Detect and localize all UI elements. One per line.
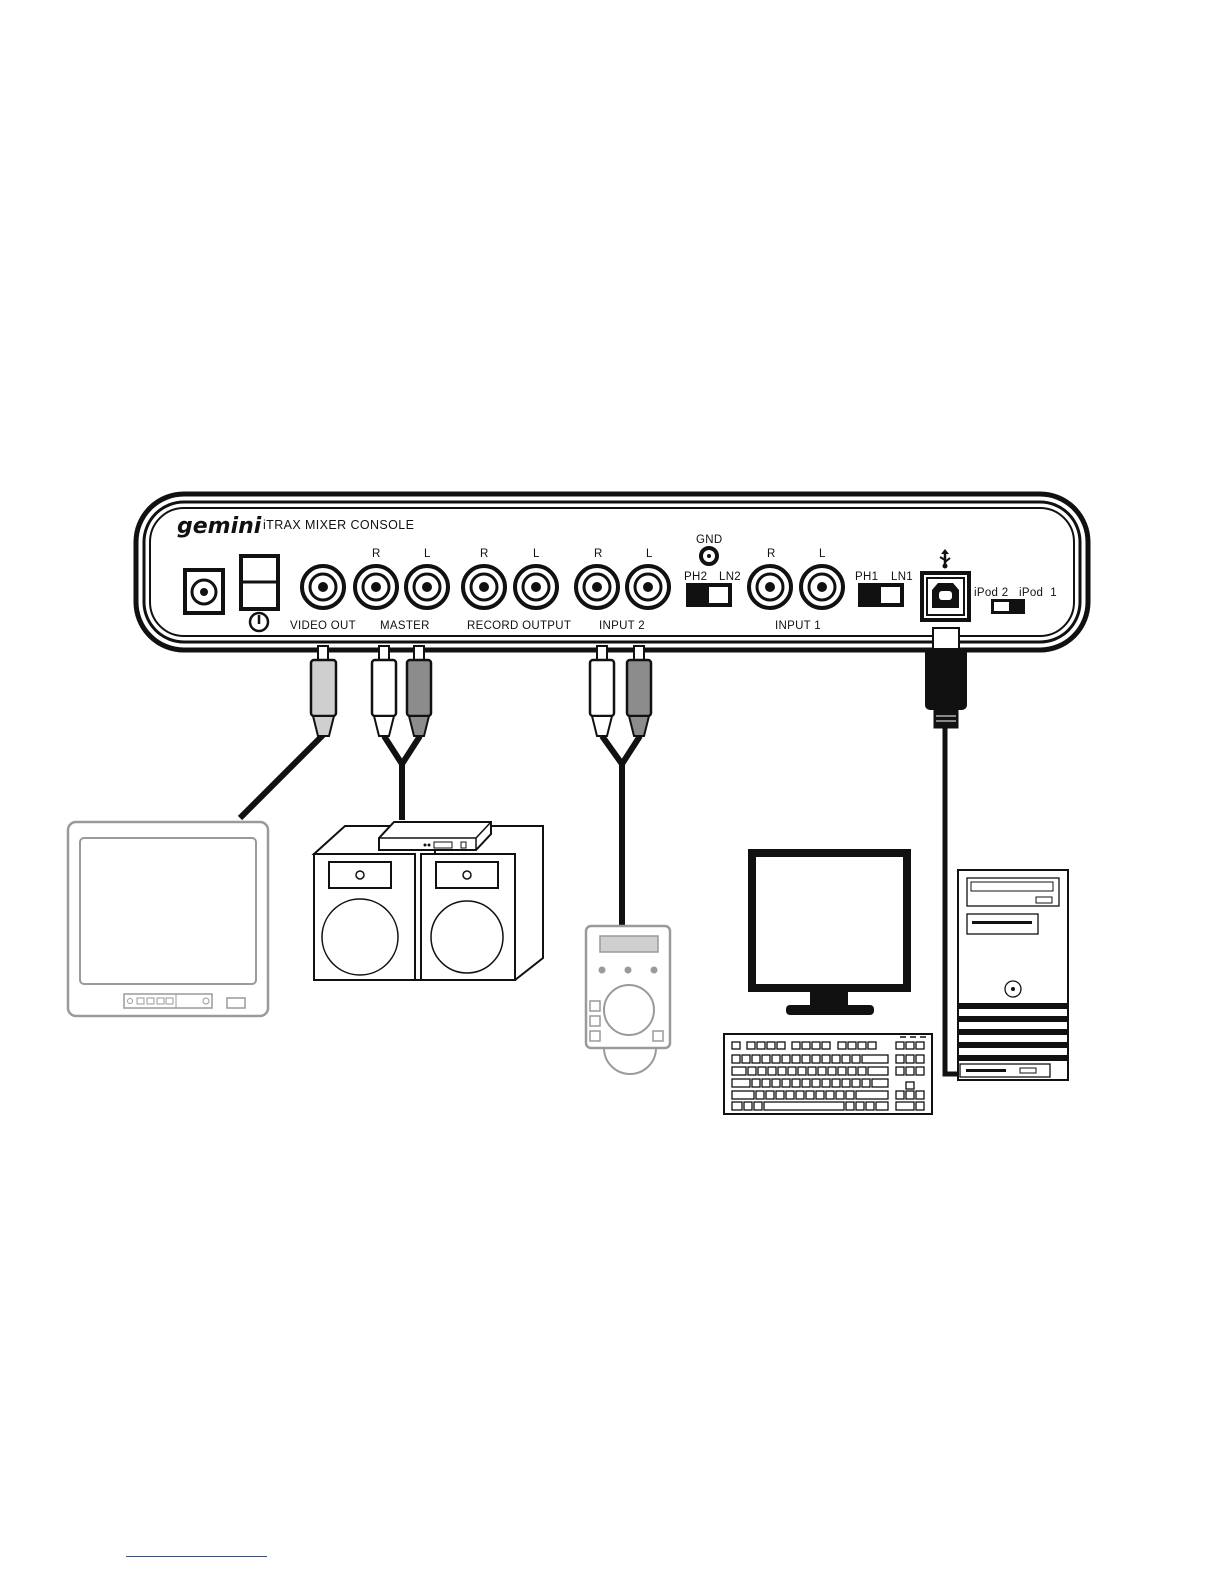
label-video-out: VIDEO OUT [290, 620, 356, 632]
master-cable [372, 646, 431, 820]
label-ipod1: iPod 1 [1019, 587, 1057, 599]
record-l-jack [515, 566, 557, 608]
label-input1-l: L [819, 548, 826, 560]
input1-r-jack [749, 566, 791, 608]
label-input1-r: R [767, 548, 776, 560]
label-master: MASTER [380, 620, 430, 632]
master-l-jack [406, 566, 448, 608]
label-input2-r: R [594, 548, 603, 560]
footer-rule [126, 1556, 267, 1557]
label-ph2: PH2 [684, 571, 707, 583]
keyboard-icon [724, 1034, 932, 1114]
label-ln1: LN1 [891, 571, 913, 583]
label-ph1: PH1 [855, 571, 878, 583]
ph2-ln2-switch[interactable] [686, 583, 732, 607]
power-switch-icon[interactable] [241, 556, 278, 609]
label-ln2: LN2 [719, 571, 741, 583]
label-master-r: R [372, 548, 381, 560]
power-jack-icon [185, 570, 223, 613]
power-symbol-icon [250, 613, 268, 631]
label-ipod2: iPod 2 [974, 587, 1008, 599]
mixer-rear-panel: gemini iTRAX MIXER CONSOLE [136, 494, 1088, 650]
model-name: iTRAX MIXER CONSOLE [263, 518, 414, 532]
gnd-terminal [701, 548, 717, 564]
input2-cable [590, 646, 651, 926]
label-input2-l: L [646, 548, 653, 560]
ph1-ln1-switch[interactable] [858, 583, 904, 607]
tv-icon [68, 822, 268, 1016]
computer-tower-icon [958, 870, 1068, 1080]
input2-l-jack [627, 566, 669, 608]
label-record-l: L [533, 548, 540, 560]
amplifier-icon [379, 822, 491, 850]
brand-logo: gemini [177, 514, 262, 539]
label-gnd: GND [696, 534, 722, 546]
input1-l-jack [801, 566, 843, 608]
video-out-jack [302, 566, 344, 608]
label-input1: INPUT 1 [775, 620, 821, 632]
ipod-select-switch[interactable] [991, 599, 1025, 614]
cd-player-icon [586, 926, 670, 1074]
usb-port [922, 573, 969, 620]
input2-r-jack [576, 566, 618, 608]
record-r-jack [463, 566, 505, 608]
master-r-jack [355, 566, 397, 608]
label-record-output: RECORD OUTPUT [467, 620, 571, 632]
monitor-icon [748, 849, 911, 1015]
label-master-l: L [424, 548, 431, 560]
video-cable [240, 646, 336, 818]
label-record-r: R [480, 548, 489, 560]
label-input2: INPUT 2 [599, 620, 645, 632]
